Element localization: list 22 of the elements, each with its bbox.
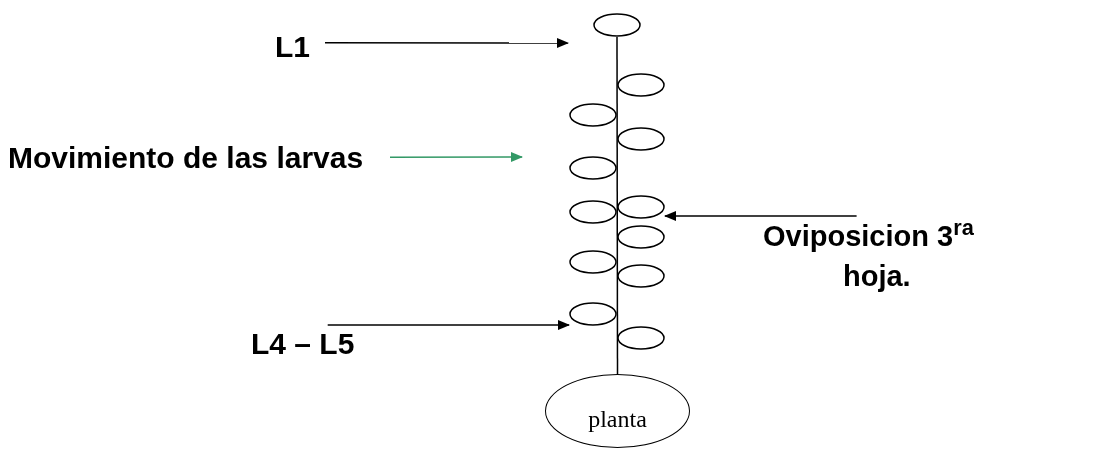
- leaf-shape: [617, 264, 665, 288]
- leaf-shape: [569, 302, 617, 326]
- leaf-shape: [617, 127, 665, 151]
- leaf-shape: [617, 225, 665, 249]
- leaf-shape: [617, 195, 665, 219]
- leaf-shape: [617, 73, 665, 97]
- arrow: [389, 152, 523, 162]
- leaf-shape: [569, 103, 617, 127]
- leaf-shape: [593, 13, 641, 37]
- arrow: [324, 38, 569, 48]
- callout-label: Oviposicion 3$^{ra}$ hoja.: [763, 216, 975, 294]
- leaf-shape: [569, 156, 617, 180]
- callout-label: Movimiento de las larvas: [8, 140, 365, 176]
- arrow: [326, 320, 570, 331]
- arrow: [664, 211, 858, 221]
- callout-label: L4 – L5: [251, 326, 356, 362]
- leaf-shape: [617, 326, 665, 350]
- plant-label: planta: [588, 407, 647, 431]
- leaf-shape: [569, 200, 617, 224]
- leaf-shape: [569, 250, 617, 274]
- stem-line: [616, 36, 619, 375]
- callout-label: L1: [275, 29, 311, 65]
